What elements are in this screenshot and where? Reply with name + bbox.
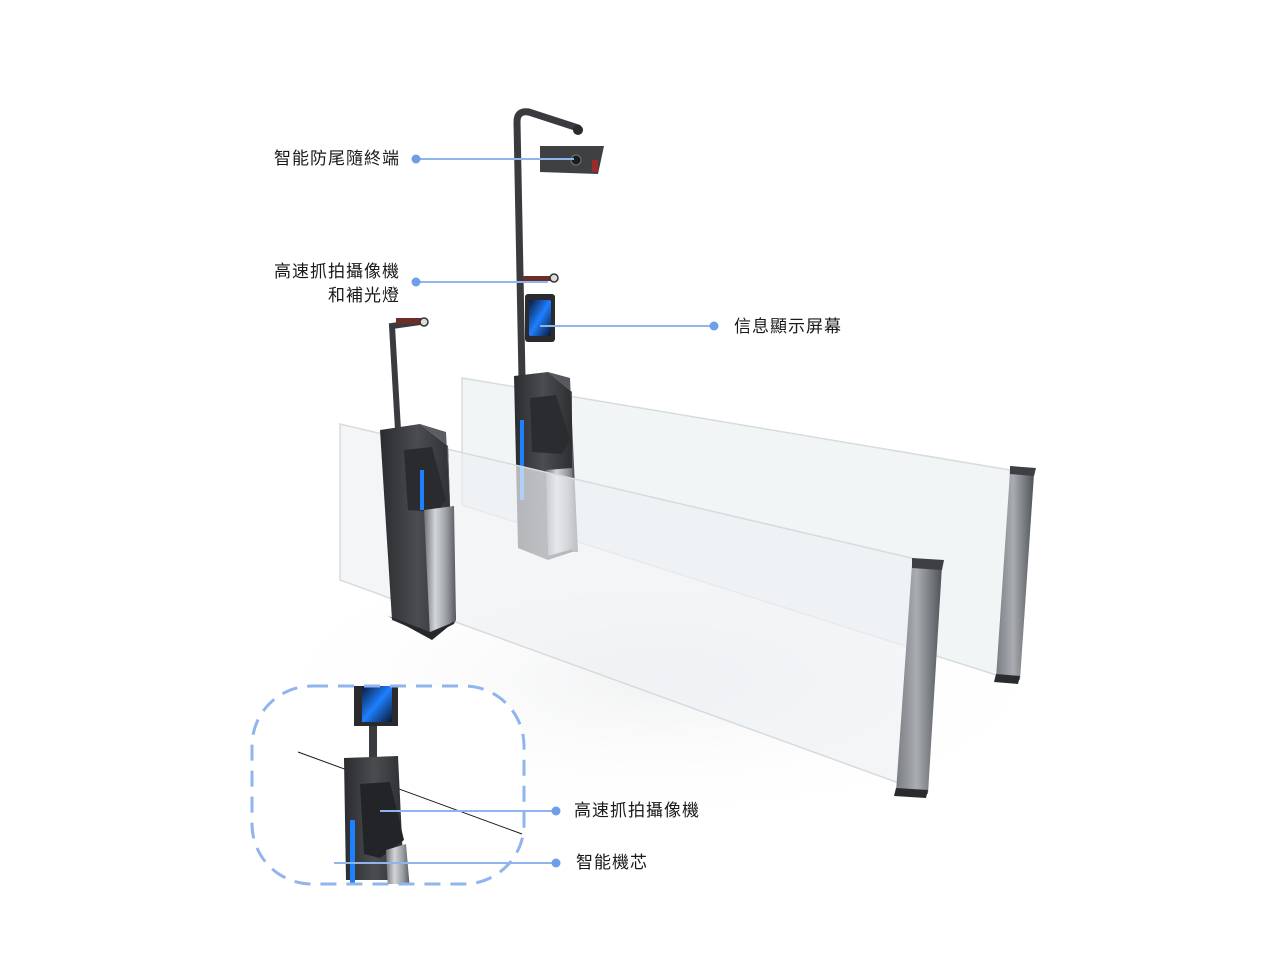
callout-dot-display: [709, 321, 719, 331]
callout-dot-camera-light: [411, 277, 421, 287]
post-back-right: [994, 466, 1036, 684]
label-camera-light-line2: 和補光燈: [328, 286, 400, 306]
callout-dot-highspeed-camera: [551, 806, 561, 816]
label-camera-light-line1: 高速抓拍攝像機: [274, 262, 400, 282]
label-display: 信息顯示屏幕: [734, 317, 842, 337]
label-smart-core: 智能機芯: [576, 853, 648, 873]
camera-arm: [523, 276, 557, 281]
callout-dot-anti-tailgate: [411, 154, 421, 164]
detail-inset: [250, 684, 526, 886]
front-unit: [380, 317, 456, 640]
callout-lines: [334, 154, 719, 868]
dashed-frame: [250, 684, 526, 886]
label-highspeed-camera: 高速抓拍攝像機: [574, 801, 700, 821]
label-anti-tailgate: 智能防尾隨終端: [274, 149, 400, 169]
callout-dot-smart-core: [551, 858, 561, 868]
post-front-right: [894, 558, 944, 798]
